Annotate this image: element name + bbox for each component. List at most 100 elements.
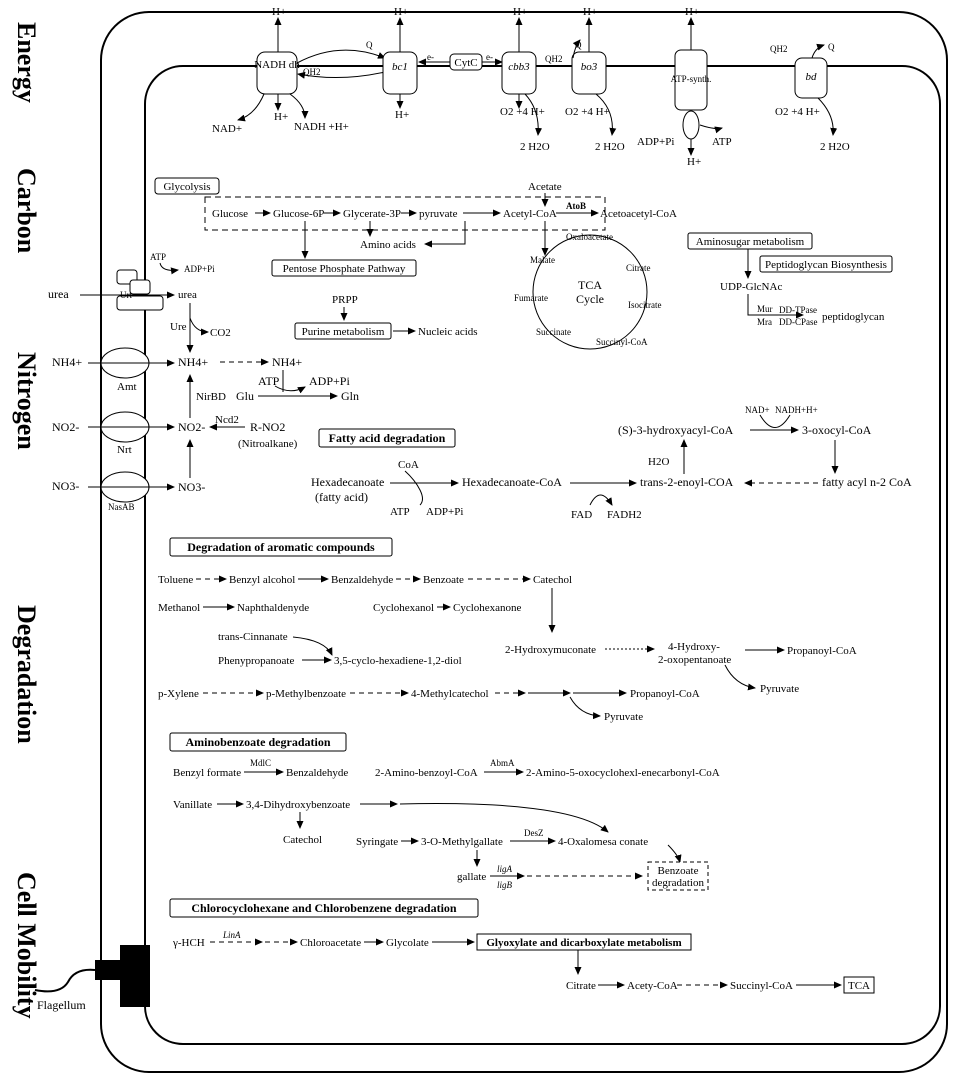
qh2-arrow bbox=[297, 71, 386, 79]
outer-membrane bbox=[100, 11, 948, 1073]
aminosugar-label: Aminosugar metabolism bbox=[696, 236, 805, 248]
tca-label: TCA bbox=[848, 980, 870, 992]
section-label-nitrogen: Nitrogen bbox=[12, 352, 41, 450]
e-minus-1: e- bbox=[427, 52, 434, 62]
fumarate: Fumarate bbox=[514, 293, 548, 303]
nrt-label: Nrt bbox=[117, 444, 132, 456]
nucleic-acids: Nucleic acids bbox=[418, 326, 478, 338]
dihydroxybenzoate: 3,4-Dihydroxybenzoate bbox=[246, 799, 350, 811]
dd-tpase: DD-TPase bbox=[779, 305, 817, 315]
h2o-arrow-1 bbox=[524, 93, 543, 136]
flagellum-hook bbox=[95, 960, 122, 980]
bc1-label: bc1 bbox=[392, 61, 408, 73]
nadh-dh-label: NADH dh bbox=[254, 59, 300, 71]
cyclohexanone: Cyclohexanone bbox=[453, 602, 522, 614]
glycolysis-label: Glycolysis bbox=[163, 181, 210, 193]
adp-pi-urt: ADP+Pi bbox=[184, 264, 215, 274]
co2-arrow bbox=[189, 317, 209, 336]
atp-energy: ATP bbox=[712, 136, 732, 148]
q-label-3: Q bbox=[828, 42, 835, 52]
hexadecanoate-coa: Hexadecanoate-CoA bbox=[462, 475, 562, 489]
fatty-acid-label: (fatty acid) bbox=[315, 490, 368, 504]
nad-plus: NAD+ bbox=[212, 123, 242, 135]
q-arrow-bo3 bbox=[572, 39, 581, 59]
nh4-gs: NH4+ bbox=[272, 355, 302, 369]
gallate: gallate bbox=[457, 871, 486, 883]
succinate: Succinate bbox=[536, 327, 571, 337]
syringate: Syringate bbox=[356, 836, 398, 848]
q-arrow bbox=[296, 49, 386, 64]
qh2-label-1: QH2 bbox=[303, 67, 321, 77]
desz: DesZ bbox=[524, 828, 544, 838]
qh2-label-2: QH2 bbox=[545, 54, 563, 64]
no2-outside: NO2- bbox=[52, 420, 79, 434]
nitrogen-metabolism: Urt ATP ADP+Pi urea urea Ure CO2 Amt NH4… bbox=[48, 252, 359, 512]
pyruvate: pyruvate bbox=[419, 208, 458, 220]
fatty-acid-title-box bbox=[318, 428, 456, 448]
section-label-energy: Energy bbox=[12, 22, 41, 103]
cbb3-complex bbox=[501, 51, 537, 95]
fatty-acid-title: Fatty acid degradation bbox=[329, 431, 446, 445]
purine-label: Purine metabolism bbox=[302, 326, 385, 338]
adp-pi-energy: ADP+Pi bbox=[637, 136, 674, 148]
chloro-degradation: Chlorocyclohexane and Chlorobenzene degr… bbox=[169, 898, 875, 994]
q-label-1: Q bbox=[366, 40, 373, 50]
q-arrow-bd bbox=[811, 43, 825, 59]
section-label-carbon: Carbon bbox=[12, 168, 41, 254]
liga: ligA bbox=[497, 864, 513, 874]
arrow-pyr-aa bbox=[424, 221, 466, 248]
urt-transporter-2 bbox=[129, 279, 151, 295]
vanillate: Vanillate bbox=[173, 799, 212, 811]
o2-4h-3: O2 +4 H+ bbox=[775, 106, 820, 118]
coa-label: CoA bbox=[398, 459, 419, 471]
glucose-6p: Glucose-6P bbox=[273, 208, 324, 220]
mur-label: Mur bbox=[757, 304, 773, 314]
benzoate-deg-2: degradation bbox=[652, 877, 704, 889]
h2o-arrow-3 bbox=[817, 97, 838, 136]
chloro-title-box bbox=[169, 898, 479, 918]
mra-label: Mra bbox=[757, 317, 772, 327]
peptidoglycan: peptidoglycan bbox=[822, 311, 885, 323]
o2-4h-1: O2 +4 H+ bbox=[500, 106, 545, 118]
chloro-title: Chlorocyclohexane and Chlorobenzene degr… bbox=[191, 901, 457, 915]
nadh-dh-complex bbox=[256, 51, 298, 95]
atp-arrow bbox=[699, 124, 723, 134]
nirbd-label: NirBD bbox=[196, 391, 226, 403]
catechol: Catechol bbox=[533, 574, 572, 586]
no2-inside: NO2- bbox=[178, 420, 205, 434]
cytc-label: CytC bbox=[454, 57, 477, 69]
toluene: Toluene bbox=[158, 574, 193, 586]
two-h2o-1: 2 H2O bbox=[520, 141, 550, 153]
arrow-pyr-2 bbox=[569, 696, 601, 720]
oxaloacetate: Oxaloacetate bbox=[566, 232, 613, 242]
naphthaldenyde: Naphthaldenyde bbox=[237, 602, 309, 614]
h2o-fatty: H2O bbox=[648, 456, 669, 468]
bc1-complex bbox=[382, 51, 418, 95]
h-plus-8: H+ bbox=[687, 156, 701, 168]
acetate: Acetate bbox=[528, 181, 562, 193]
catechol-2: Catechol bbox=[283, 834, 322, 846]
benzyl-formate: Benzyl formate bbox=[173, 767, 241, 779]
nadh-arrow bbox=[289, 93, 309, 119]
tca-cycle-ring bbox=[532, 234, 648, 350]
nad-arrow bbox=[237, 93, 265, 122]
benzaldehyde: Benzaldehyde bbox=[331, 574, 393, 586]
fadh2: FADH2 bbox=[607, 509, 642, 521]
benzaldehyde-2: Benzaldehyde bbox=[286, 767, 348, 779]
glycerate-3p: Glycerate-3P bbox=[343, 208, 401, 220]
atp-gs: ATP bbox=[258, 374, 280, 388]
bd-complex bbox=[794, 57, 828, 99]
propanoyl-coa-1: Propanoyl-CoA bbox=[787, 645, 857, 657]
methylgallate: 3-O-Methylgallate bbox=[421, 836, 503, 848]
aromatic-title: Degradation of aromatic compounds bbox=[187, 540, 375, 554]
nad-curve bbox=[759, 414, 791, 428]
abma: AbmA bbox=[490, 758, 515, 768]
pyruvate-1: Pyruvate bbox=[760, 683, 799, 695]
purine-box bbox=[294, 322, 392, 340]
glyoxylate-box bbox=[476, 933, 692, 951]
glycolysis-region bbox=[204, 196, 606, 231]
aminosugar-box bbox=[687, 232, 813, 250]
benzoate: Benzoate bbox=[423, 574, 464, 586]
inner-membrane bbox=[144, 65, 941, 1045]
nh4-inside: NH4+ bbox=[178, 355, 208, 369]
